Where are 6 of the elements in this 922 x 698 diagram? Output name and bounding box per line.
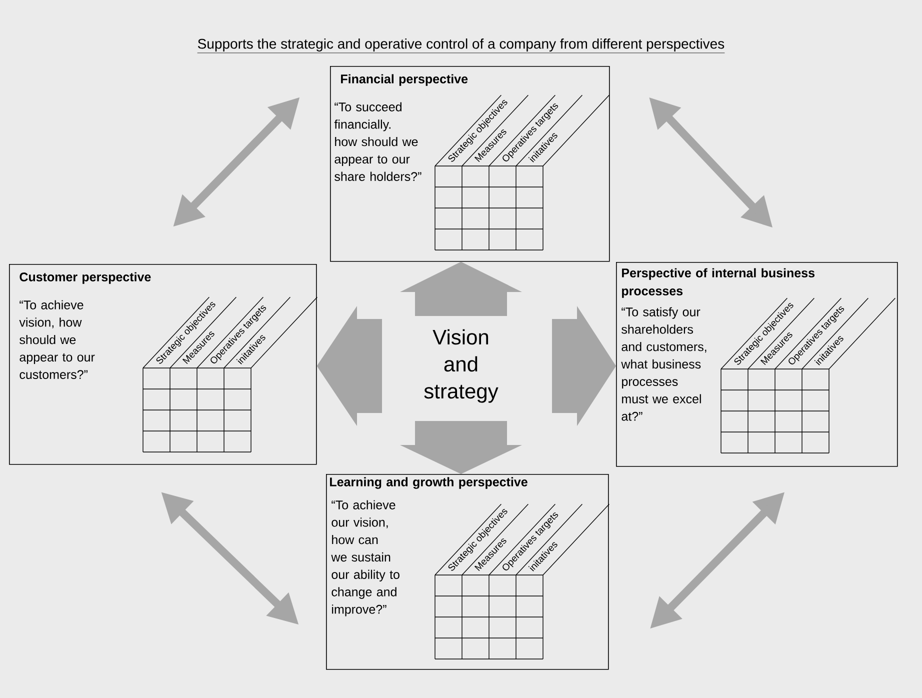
block-arrow [400,421,522,474]
block-arrow [400,262,522,316]
center-text: Vision and strategy [424,329,498,403]
block-arrow [316,306,382,426]
block-arrow [552,306,616,426]
title: Supports the strategic and operative control of a company from different perspectives [197,38,725,54]
